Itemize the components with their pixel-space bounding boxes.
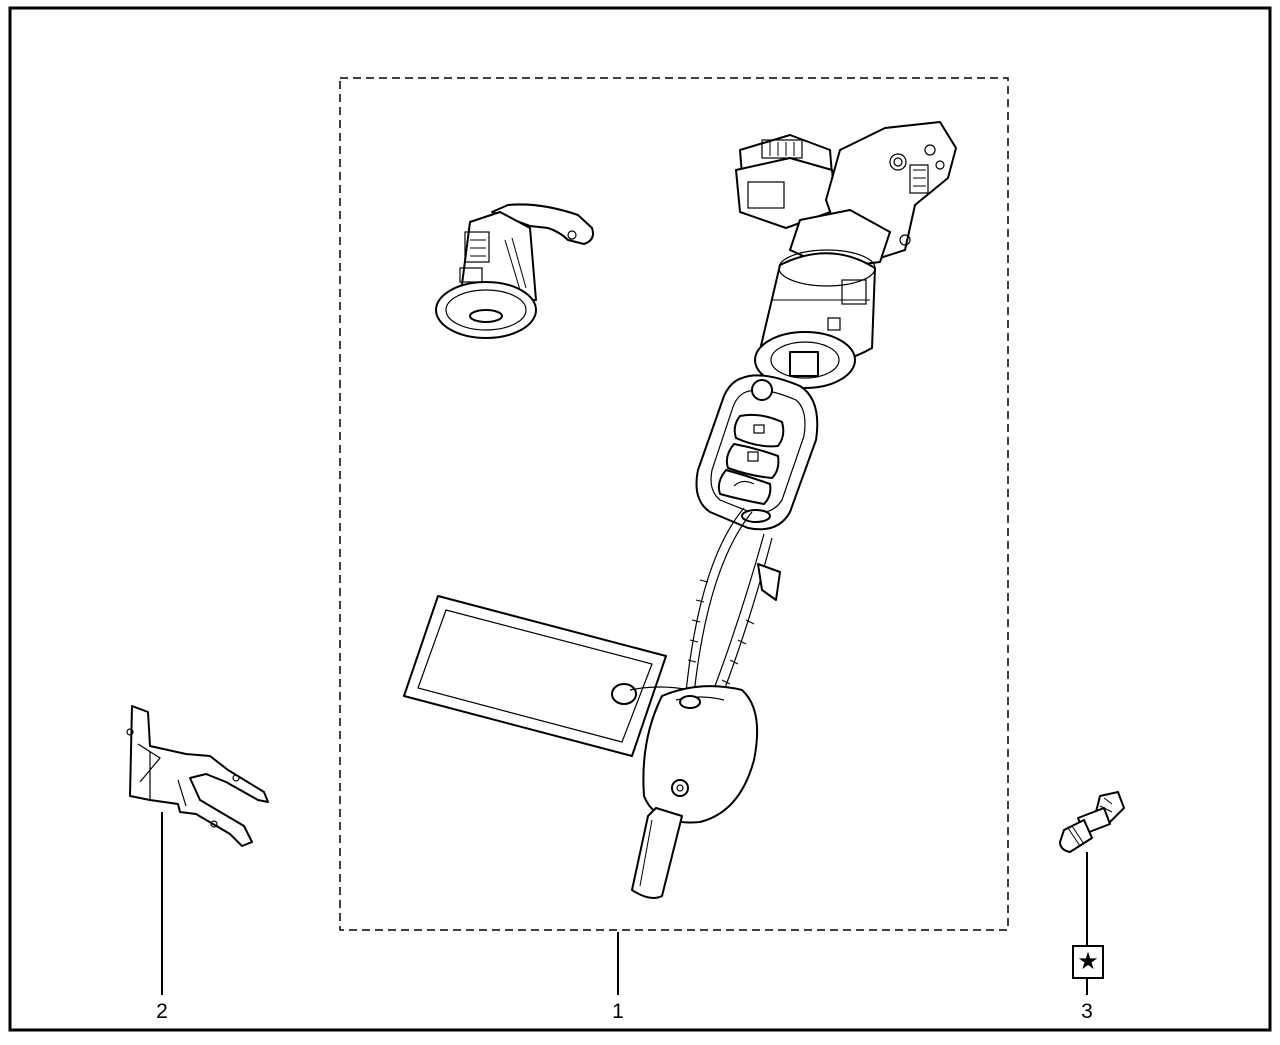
callout-2: 2: [156, 1000, 168, 1023]
special-screw: [1059, 791, 1125, 853]
remote-key-fob: [695, 374, 819, 531]
key-unlock-button: [733, 413, 785, 448]
callout-3: 3: [1081, 1000, 1093, 1023]
star-icon: ★: [1077, 948, 1099, 975]
ignition-lock-assembly: [735, 121, 957, 389]
callout-1: 1: [612, 1000, 624, 1023]
kit-group-boundary: [339, 77, 1009, 931]
plastic-cable-tie: [685, 507, 781, 697]
key-trunk-button: [717, 469, 772, 505]
key-tag-label: [403, 595, 691, 757]
door-lock-cylinder: [435, 203, 594, 339]
outer-frame: [8, 6, 1272, 1032]
mounting-bracket: [126, 705, 269, 847]
mechanical-key: [631, 685, 759, 899]
star-marker-box: [1072, 945, 1104, 979]
